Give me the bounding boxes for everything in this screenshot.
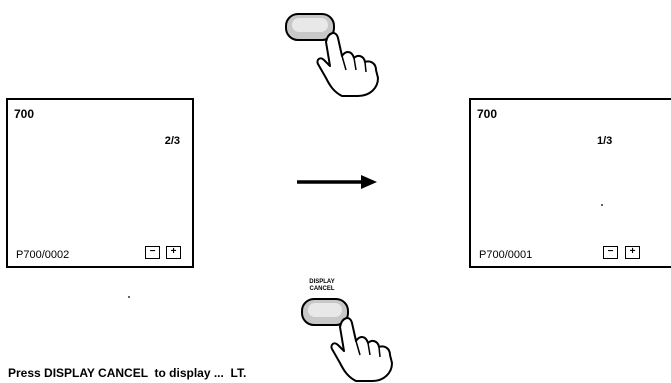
instruction-caption: Press DISPLAY CANCEL to display ... LT.	[8, 366, 246, 380]
page-indicator: 2/3	[165, 135, 180, 147]
display-cancel-label: DISPLAY CANCEL	[302, 279, 342, 293]
file-number: P700/0002	[16, 249, 69, 261]
speck	[128, 296, 130, 298]
file-number: P700/0001	[479, 249, 532, 261]
minus-button[interactable]: −	[603, 246, 618, 259]
display-screen-after: 700 1/3 P700/0001 − +	[469, 98, 671, 268]
speck	[601, 204, 603, 206]
display-screen-before: 700 2/3 P700/0002 − +	[6, 98, 194, 268]
screen-number: 700	[14, 107, 34, 121]
plus-button[interactable]: +	[625, 246, 640, 259]
minus-button[interactable]: −	[145, 246, 160, 259]
hand-pressing-button-top-icon	[282, 6, 392, 98]
page-indicator: 1/3	[597, 135, 612, 147]
display-cancel-label-line1: DISPLAY	[302, 279, 342, 286]
plus-button[interactable]: +	[166, 246, 181, 259]
hand-pressing-display-cancel-icon	[298, 295, 408, 381]
right-arrow-icon	[297, 174, 379, 190]
display-cancel-label-line2: CANCEL	[302, 286, 342, 293]
screen-number: 700	[477, 107, 497, 121]
